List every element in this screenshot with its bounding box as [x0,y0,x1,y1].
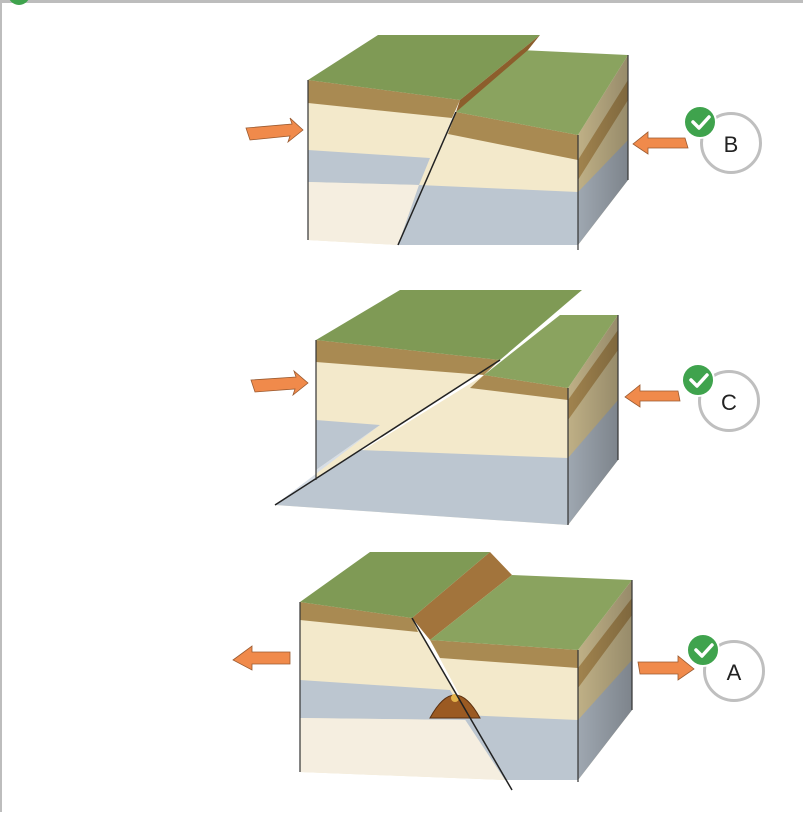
check-icon [683,105,717,139]
check-icon [681,363,715,397]
arrow-right-icon [250,369,309,397]
left-block-top [308,35,540,100]
corner-check-icon [8,0,30,7]
arrow-right-icon [245,117,304,144]
left-block-front [308,80,460,245]
arrow-left-icon [232,645,291,671]
answer-label-middle[interactable]: C [698,370,760,432]
arrow-right-icon [637,655,695,681]
fault-scarp [412,552,512,640]
block-reverse-fault [245,35,689,250]
arrow-left-icon [624,384,681,408]
right-block-front [398,112,578,245]
fault-line [411,617,513,791]
answer-label-bottom[interactable]: A [703,640,765,702]
answer-letter: A [726,660,742,685]
answer-letter: C [721,390,737,415]
answer-letter: B [723,132,739,157]
check-icon [686,633,720,667]
fault-line [274,359,501,506]
arrow-left-icon [632,131,689,155]
block-normal-fault [232,552,695,791]
block-thrust-fault [250,290,681,525]
fault-line [397,111,457,246]
